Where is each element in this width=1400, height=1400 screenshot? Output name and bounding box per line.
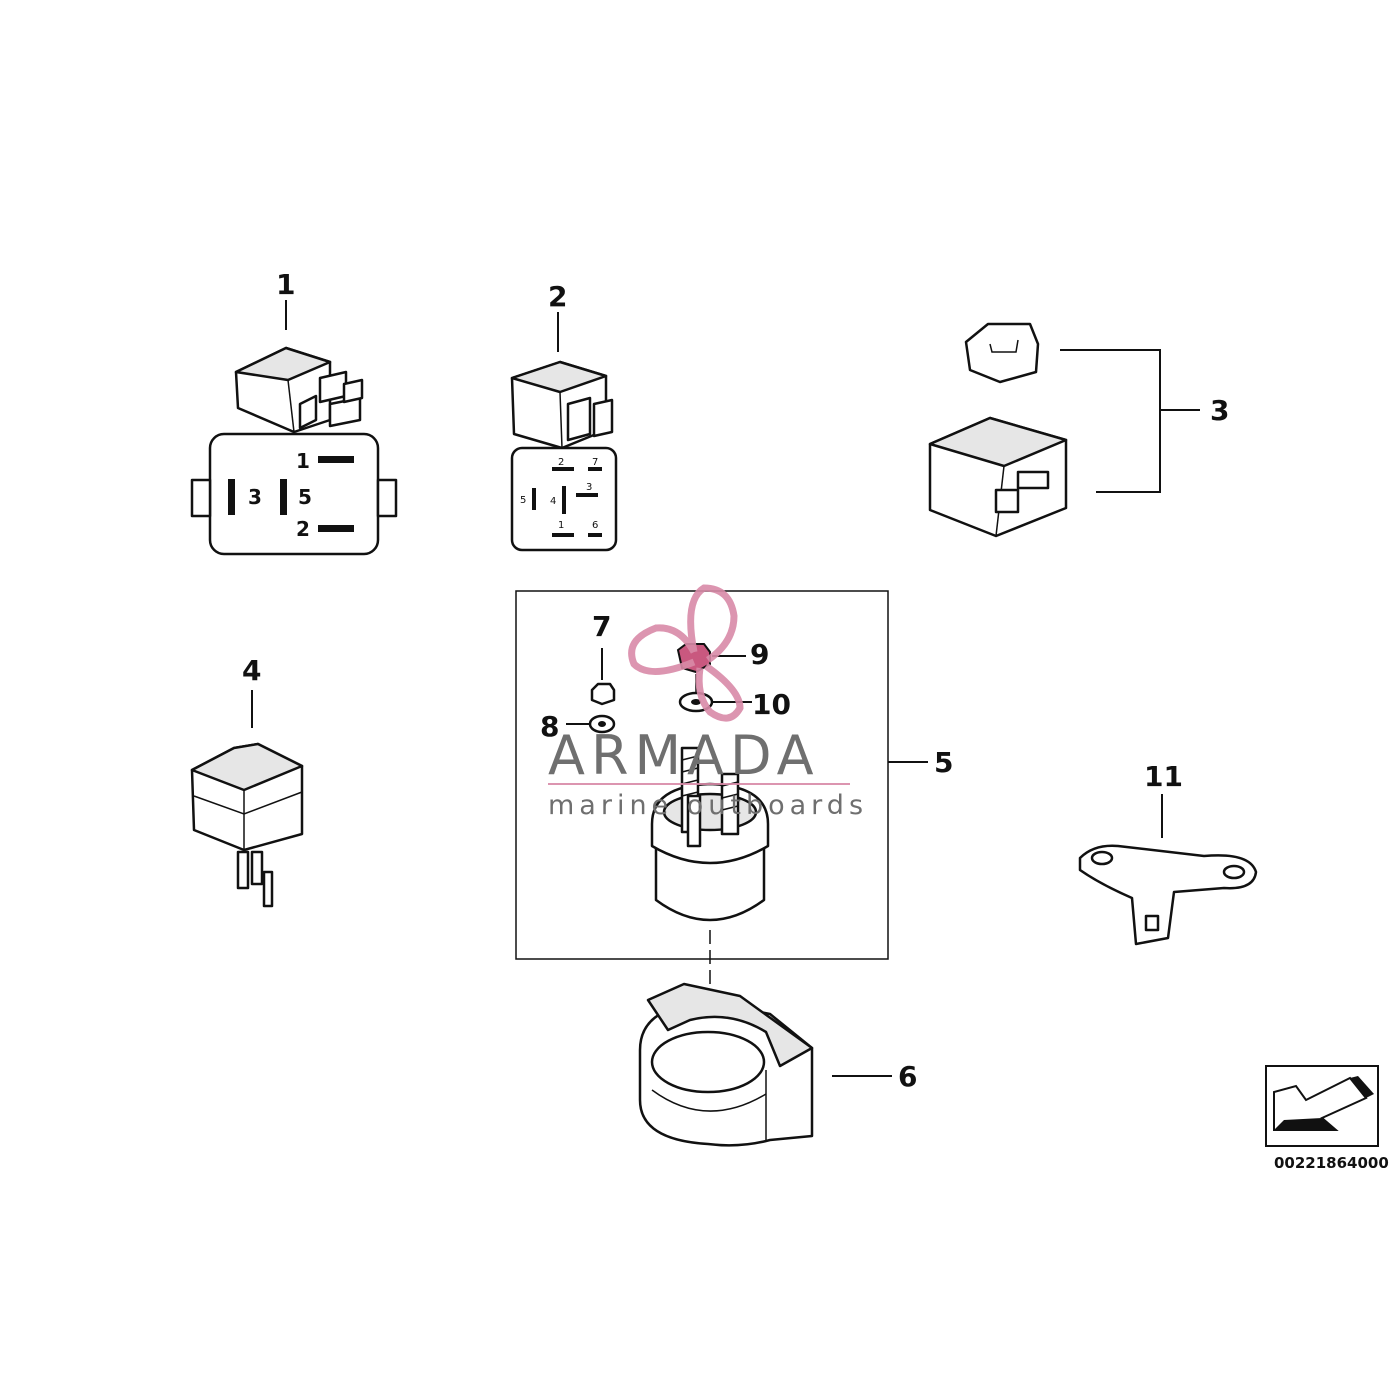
part-1-relay xyxy=(190,300,398,556)
part-4-relay xyxy=(190,690,304,908)
callout-2: 2 xyxy=(548,280,567,313)
callout-3: 3 xyxy=(1210,394,1229,427)
part-5-switch-assembly xyxy=(515,590,928,1060)
relay2-pin-2: 2 xyxy=(558,457,564,468)
callout-10: 10 xyxy=(752,688,791,721)
relay2-pin-4: 4 xyxy=(550,496,556,507)
callout-4: 4 xyxy=(242,654,261,687)
callout-7: 7 xyxy=(592,610,611,643)
relay2-pin-6: 6 xyxy=(592,520,598,531)
relay1-pin-5: 5 xyxy=(298,485,312,509)
diagram-code: 00221864000 xyxy=(1274,1154,1389,1172)
part-2-relay xyxy=(510,312,618,552)
relay1-pin-3: 3 xyxy=(248,485,262,509)
part-6-holder xyxy=(638,982,892,1147)
relay2-pin-5: 5 xyxy=(520,495,526,506)
relay2-pin-3: 3 xyxy=(586,482,592,493)
reference-arrow-badge xyxy=(1265,1065,1379,1147)
watermark-subtitle: marine outboards xyxy=(548,790,868,821)
relay2-pin-1: 1 xyxy=(558,520,564,531)
relay2-pin-7: 7 xyxy=(592,457,598,468)
callout-9: 9 xyxy=(750,638,769,671)
part-11-bracket xyxy=(1078,794,1258,946)
relay1-pin-1: 1 xyxy=(296,449,310,473)
callout-5: 5 xyxy=(934,746,953,779)
callout-6: 6 xyxy=(898,1060,917,1093)
watermark-logo xyxy=(548,584,850,785)
relay1-pin-2: 2 xyxy=(296,517,310,541)
callout-11: 11 xyxy=(1144,760,1183,793)
callout-1: 1 xyxy=(276,268,295,301)
callout-8: 8 xyxy=(540,710,559,743)
part-3-module-with-cap xyxy=(928,322,1200,538)
watermark-title: ARMADA xyxy=(548,724,820,787)
